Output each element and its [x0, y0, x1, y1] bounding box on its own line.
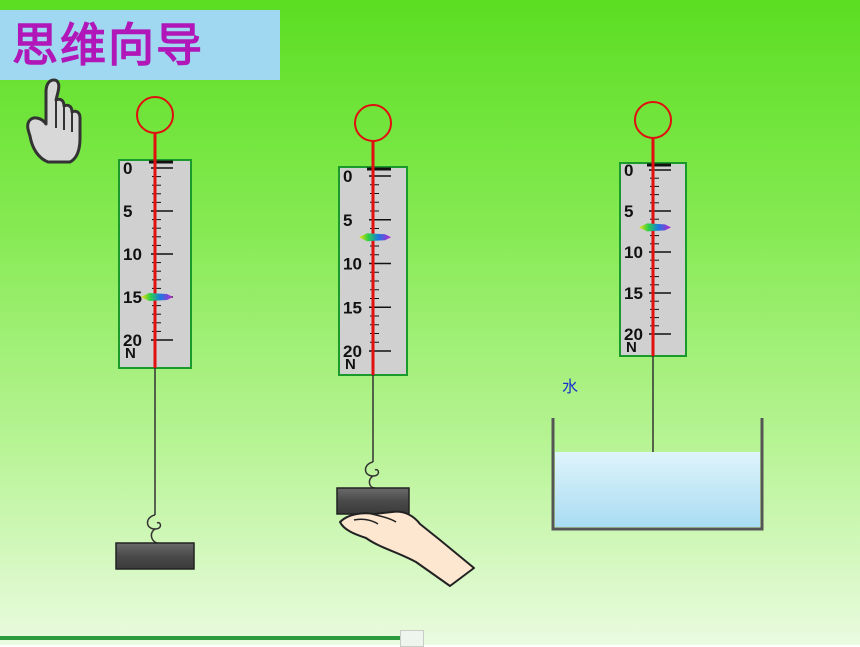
- tick-label-5: 5: [624, 202, 633, 221]
- slide-tab[interactable]: [400, 630, 424, 647]
- tick-label-5: 5: [123, 202, 132, 221]
- tick-label-10: 10: [343, 255, 362, 274]
- unit-label: N: [345, 356, 356, 373]
- scale-pointer: [639, 223, 671, 232]
- scale-pointer: [359, 233, 391, 242]
- hook: [364, 461, 380, 489]
- hook: [146, 514, 162, 544]
- tick-label-15: 15: [343, 298, 362, 317]
- water-container: [551, 418, 764, 531]
- title-banner: 思维向导: [0, 10, 280, 80]
- hanging-ring: [354, 104, 392, 142]
- spring-scale-in-air: 0 5 10 15 20N: [115, 96, 195, 570]
- tick-label-0: 0: [624, 161, 633, 180]
- tick-label-5: 5: [343, 211, 352, 230]
- tick-label-10: 10: [624, 243, 643, 262]
- unit-label: N: [125, 345, 136, 362]
- tick-label-0: 0: [343, 167, 352, 186]
- tick-label-10: 10: [123, 245, 142, 264]
- tick-label-0: 0: [123, 159, 132, 178]
- supporting-hand-icon: [339, 510, 475, 587]
- page-title: 思维向导: [12, 18, 204, 72]
- metal-block: [336, 487, 410, 515]
- water: [555, 452, 760, 527]
- water-label: 水: [562, 377, 578, 396]
- tick-label-20: 20: [343, 342, 362, 361]
- spring-scale-hand-supported: 0 5 10 15 20N: [336, 104, 410, 515]
- hanging-ring: [136, 96, 174, 134]
- scale-pointer: [141, 293, 173, 301]
- progress-bar: [0, 636, 400, 640]
- unit-label: N: [626, 339, 637, 356]
- metal-block: [115, 542, 195, 570]
- tick-label-15: 15: [123, 288, 142, 307]
- tick-label-20: 20: [624, 325, 643, 344]
- tick-label-20: 20: [123, 331, 142, 350]
- hanging-ring: [634, 101, 672, 139]
- tick-label-15: 15: [624, 284, 643, 303]
- pointing-hand-icon: [26, 78, 82, 164]
